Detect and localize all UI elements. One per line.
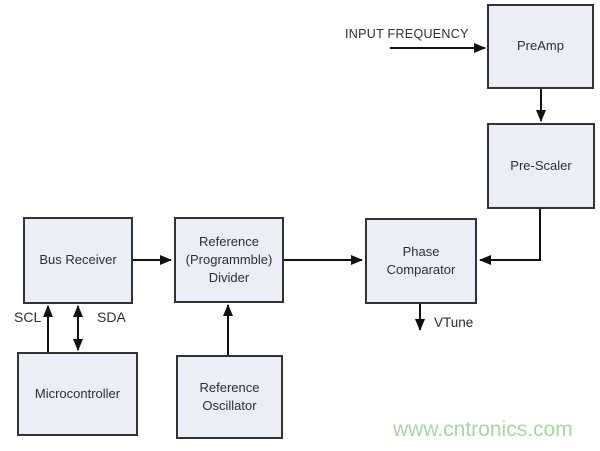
block-prescaler: Pre-Scaler [487,123,595,209]
block-reference-oscillator-label-line2: Oscillator [202,398,257,413]
block-phase-comparator: Phase Comparator [365,218,477,304]
vtune-label: VTune [434,315,474,330]
block-reference-oscillator-label-line1: Reference [199,379,260,395]
block-preamp-label: PreAmp [517,38,564,54]
block-microcontroller: Microcontroller [17,352,138,436]
block-reference-oscillator: Reference Oscillator [176,355,283,439]
block-prescaler-label: Pre-Scaler [510,157,572,173]
block-preamp: PreAmp [487,4,594,89]
scl-label: SCL [14,309,42,325]
watermark-text: www.cntronics.com [393,418,573,441]
sda-label: SDA [97,309,126,325]
block-phase-comparator-label-line2: Comparator [386,262,456,277]
block-reference-divider-label-line1: Reference [199,233,259,249]
arrow-prescaler-to-phase-comparator [479,209,541,265]
block-bus-receiver-label: Bus Receiver [39,252,117,268]
block-reference-divider-label-line3: Divider [208,270,250,286]
input-frequency-label: INPUT FREQUENCY [345,27,469,41]
block-microcontroller-label: Microcontroller [34,385,121,401]
block-reference-divider: Reference (Programmble) Divider [174,217,284,303]
block-bus-receiver: Bus Receiver [23,217,133,304]
block-phase-comparator-label-line1: Phase [402,243,440,259]
block-reference-divider-label-line2: (Programmble) [185,251,273,267]
